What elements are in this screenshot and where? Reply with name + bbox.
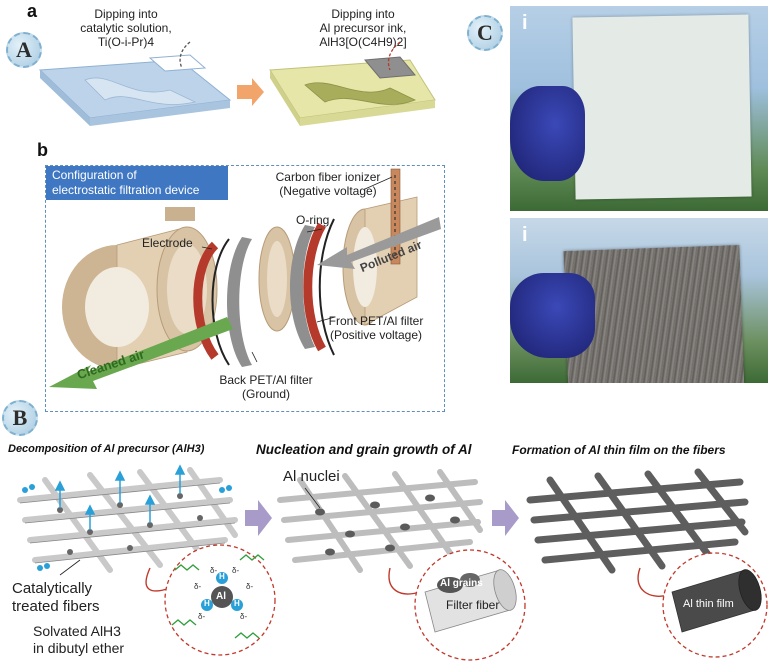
catalytic-fibers-label: Catalytically treated fibers (12, 580, 100, 615)
cleaned-air-arrow (49, 317, 233, 389)
process-illustration (17, 464, 768, 661)
ionizer-label: Carbon fiber ionizer (Negative voltage) (275, 170, 381, 198)
photo-coated-filter: i (510, 218, 768, 383)
delta-2: δ- (232, 566, 240, 575)
hydrogen-release (54, 464, 186, 530)
catalytic-leader (59, 559, 81, 576)
front-housing (342, 196, 418, 326)
al-nuclei-label: Al nuclei (283, 468, 340, 485)
filter-fiber-cylinder (424, 569, 517, 633)
delta-4: δ- (246, 582, 254, 591)
al-center-label: Al (216, 591, 226, 602)
back-filter-label: Back PET/Al filter (Ground) (219, 373, 313, 401)
alh3-molecule (201, 572, 243, 611)
dip-arrow-2 (387, 41, 401, 71)
electrode-back (193, 241, 219, 360)
panel-b-badge: B (2, 400, 38, 436)
front-filter-label: Front PET/Al filter (Positive voltage) (328, 314, 424, 342)
dip-arrow-1 (179, 41, 191, 69)
step3-heading: Formation of Al thin film on the fibers (512, 443, 726, 457)
delta-1: δ- (210, 566, 218, 575)
h-atom-label-2: H (204, 599, 210, 608)
photo2-label: i (522, 224, 528, 246)
ether-chains (171, 554, 265, 639)
al-thin-film-cylinder (671, 569, 762, 633)
ionizer (390, 168, 401, 265)
filtration-device-illustration (49, 168, 441, 389)
al-thin-film-label: Al thin film (683, 598, 734, 610)
photo-uncoated-filter: i (510, 6, 768, 211)
fiber-mesh-3 (526, 468, 749, 574)
step2-heading: Nucleation and grain growth of Al (256, 442, 472, 457)
electrode-front (303, 222, 326, 352)
catalyst-formula: Ti(O-i-Pr)4 (97, 35, 155, 49)
delta-3: δ- (194, 582, 202, 591)
al-nuclei-dots (315, 494, 460, 556)
panel-c-badge: C (467, 15, 503, 51)
al-nuclei-leader (304, 487, 321, 509)
process-arrow-1 (245, 500, 272, 536)
h-atom-label-3: H (234, 599, 240, 608)
filter-fiber-label: Filter fiber (446, 598, 500, 612)
electrode-label: Electrode (142, 236, 193, 250)
delta-5: δ- (198, 612, 206, 621)
substrate-1 (38, 54, 232, 126)
step-arrow (237, 78, 264, 106)
polluted-air-arrow (317, 217, 441, 269)
precursor-formula: AlH3[O(C4H9)2] (319, 35, 407, 49)
step2-label: Dipping into Al precursor ink, AlH3[O(C4… (288, 7, 438, 49)
delta-6: δ- (240, 612, 248, 621)
glove-hand-1 (510, 86, 585, 181)
panel-b-device-sublabel: b (37, 140, 48, 160)
solvated-label: Solvated AlH3 in dibutyl ether (33, 623, 125, 656)
front-filter (290, 225, 315, 349)
panel-a-illustration (38, 41, 436, 126)
device-config-title: Configuration of electrostatic filtratio… (46, 166, 228, 200)
process-arrow-2 (492, 500, 519, 536)
substrate-2 (269, 56, 436, 126)
glove-hand-2 (510, 273, 595, 358)
oring-back (211, 238, 230, 366)
zoom-link-3 (637, 567, 669, 597)
al-grains-label: Al grains (440, 578, 483, 589)
zoom-link-1 (145, 567, 171, 592)
catalyst-sites (57, 493, 203, 555)
device-config-box (45, 165, 445, 412)
middle-housing (258, 226, 296, 332)
oring-label: O-ring (296, 213, 330, 227)
step1-heading: Decomposition of Al precursor (AlH3) (8, 443, 205, 455)
back-filter (227, 237, 252, 367)
white-filter-sheet (572, 14, 752, 200)
step1-label: Dipping into catalytic solution, Ti(O-i-… (56, 7, 196, 49)
photo1-label: i (522, 12, 528, 34)
h-atom-label-1: H (219, 572, 225, 581)
oring-front (318, 218, 335, 356)
panel-a-badge: A (6, 32, 42, 68)
panel-a-sublabel: a (27, 1, 38, 21)
zoom-link-2 (388, 567, 421, 595)
fiber-mesh-1-outline (19, 482, 236, 564)
